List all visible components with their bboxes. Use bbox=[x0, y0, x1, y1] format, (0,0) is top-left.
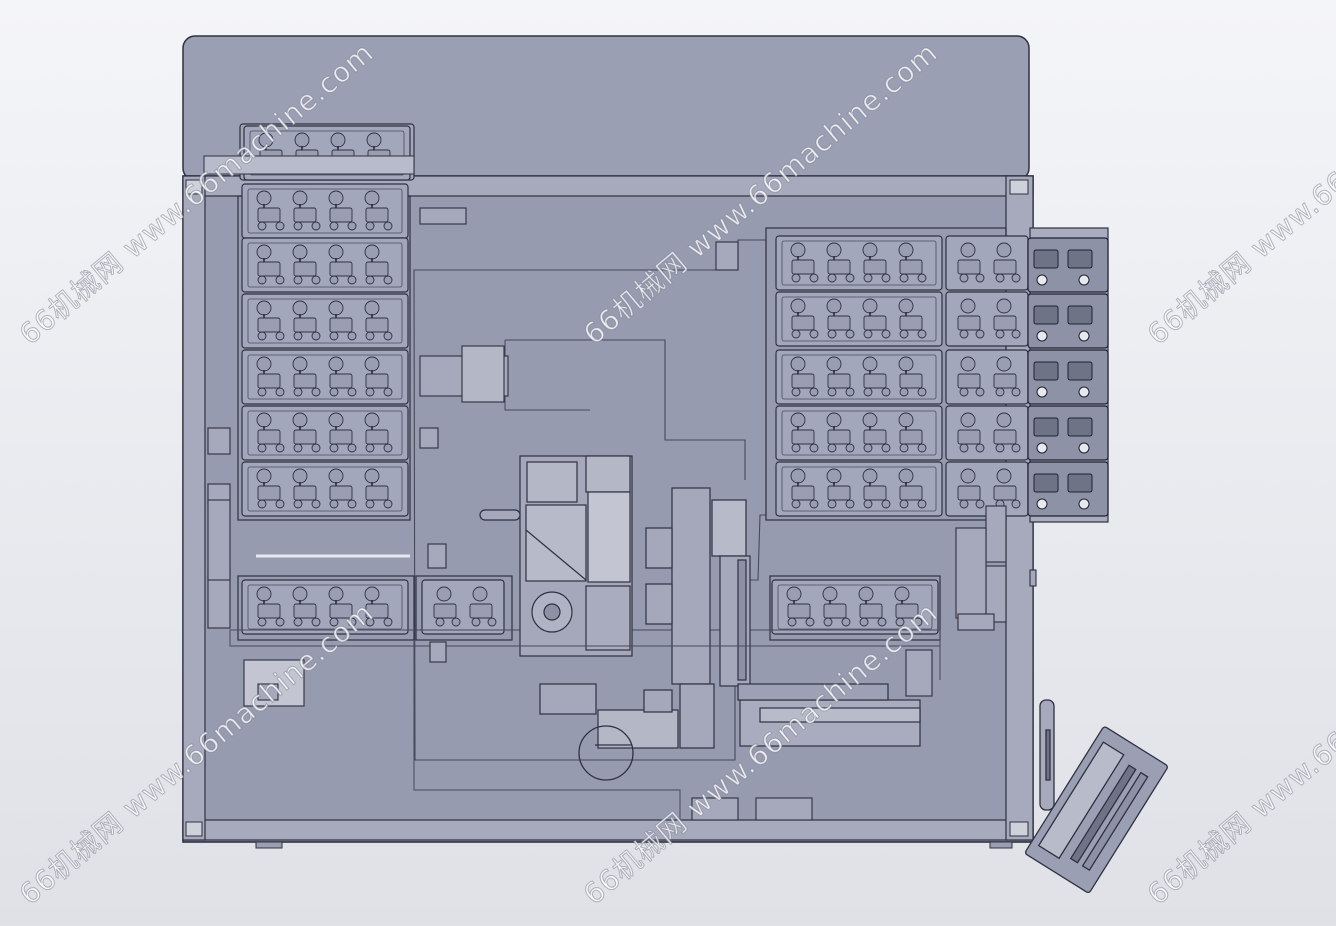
circle-feature bbox=[578, 725, 634, 781]
central-mechanism bbox=[479, 455, 921, 749]
left-tray-column bbox=[237, 183, 411, 521]
right-tray-block bbox=[765, 227, 1029, 521]
side-tray-stack bbox=[1027, 227, 1109, 523]
control-box bbox=[1024, 699, 1168, 893]
